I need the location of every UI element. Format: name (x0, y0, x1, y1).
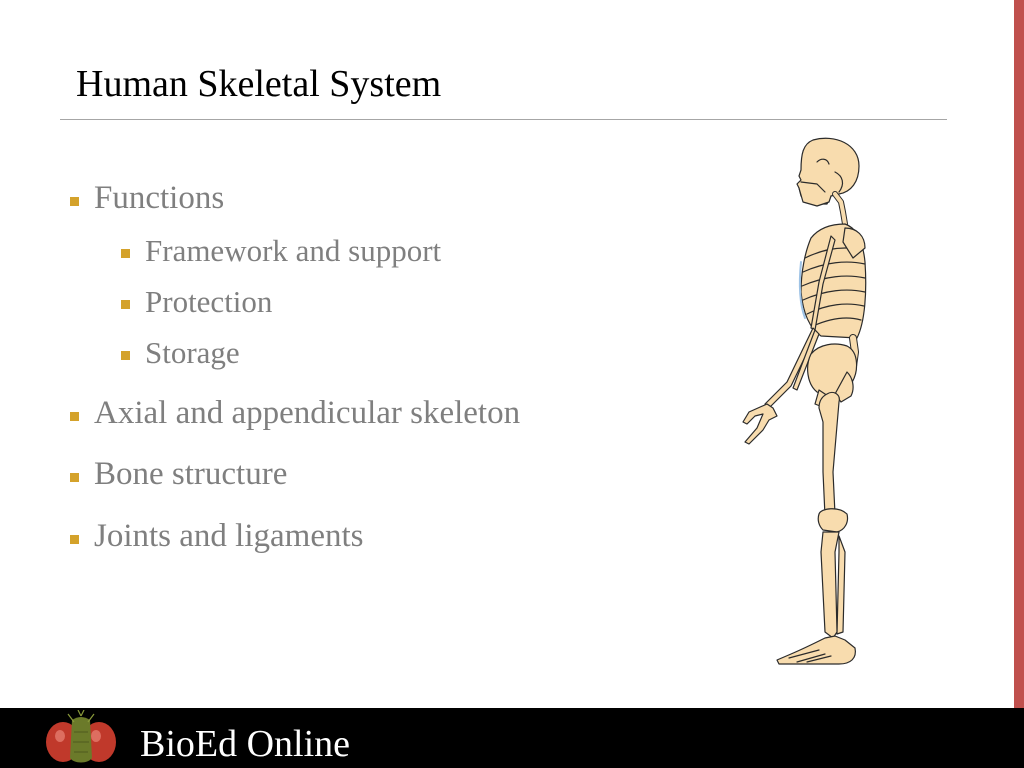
bullet-item: Joints and ligaments (70, 518, 364, 555)
bullet-marker-icon (70, 473, 79, 482)
sub-bullet-item: Storage (121, 335, 240, 371)
bullet-text: Axial and appendicular skeleton (94, 395, 521, 431)
accent-bar (1014, 0, 1024, 708)
skeleton-icon (742, 137, 867, 665)
footer-bar: BioEd Online (0, 708, 1024, 768)
bullet-item: Functions (70, 180, 225, 217)
bullet-item: Axial and appendicular skeleton (70, 395, 521, 432)
slide-title: Human Skeletal System (76, 63, 442, 105)
bullet-marker-icon (70, 197, 79, 206)
bullet-marker-icon (70, 535, 79, 544)
brand-name: BioEd Online (140, 723, 351, 765)
bullet-text: Protection (145, 284, 273, 319)
bullet-marker-icon (70, 412, 79, 421)
bullet-marker-icon (121, 351, 130, 360)
sub-bullet-item: Protection (121, 284, 273, 320)
fruit-fly-icon (46, 710, 116, 763)
bullet-marker-icon (121, 300, 130, 309)
sub-bullet-item: Framework and support (121, 233, 442, 269)
bullet-marker-icon (121, 249, 130, 258)
bullet-text: Framework and support (145, 233, 442, 268)
bullet-item: Bone structure (70, 456, 288, 493)
bullet-text: Joints and ligaments (94, 518, 364, 554)
bullet-text: Functions (94, 180, 225, 216)
bullet-text: Bone structure (94, 456, 288, 492)
title-divider (60, 119, 947, 120)
bullet-text: Storage (145, 335, 240, 370)
